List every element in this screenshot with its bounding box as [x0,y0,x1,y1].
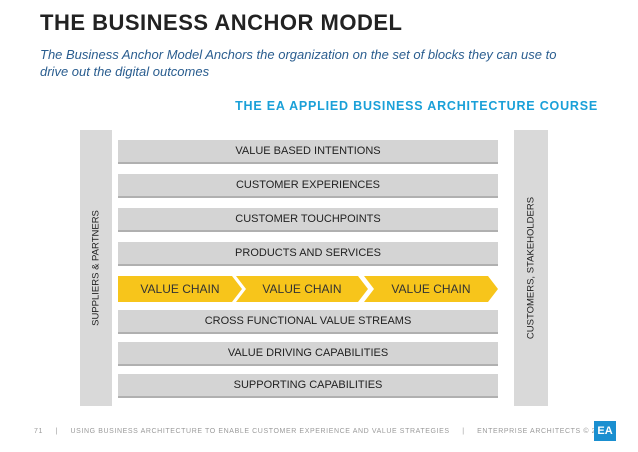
footer-copyright: ENTERPRISE ARCHITECTS © 2014 [477,428,610,435]
customers-stakeholders-column: CUSTOMERS, STAKEHOLDERS [514,130,548,406]
value-chain-1: VALUE CHAIN [118,276,242,302]
block-supporting-capabilities: SUPPORTING CAPABILITIES [118,374,498,398]
value-chain-row: VALUE CHAIN VALUE CHAIN VALUE CHAIN [118,276,498,302]
ea-logo-icon: EA [594,421,616,441]
value-chain-3: VALUE CHAIN [364,276,498,302]
block-value-driving-capabilities: VALUE DRIVING CAPABILITIES [118,342,498,366]
block-customer-touchpoints: CUSTOMER TOUCHPOINTS [118,208,498,232]
block-products-and-services: PRODUCTS AND SERVICES [118,242,498,266]
customers-stakeholders-label: CUSTOMERS, STAKEHOLDERS [525,196,537,340]
block-cross-functional-value-streams: CROSS FUNCTIONAL VALUE STREAMS [118,310,498,334]
page-title: THE BUSINESS ANCHOR MODEL [40,10,403,35]
footer-text: USING BUSINESS ARCHITECTURE TO ENABLE CU… [70,428,450,435]
block-customer-experiences: CUSTOMER EXPERIENCES [118,174,498,198]
course-title: THE EA APPLIED BUSINESS ARCHITECTURE COU… [235,99,598,113]
value-chain-2: VALUE CHAIN [236,276,368,302]
footer-separator: | [55,428,58,435]
block-value-based-intentions: VALUE BASED INTENTIONS [118,140,498,164]
footer-separator: | [462,428,465,435]
suppliers-partners-column: SUPPLIERS & PARTNERS [80,130,112,406]
page-number: 71 [34,428,43,435]
footer: 71 | USING BUSINESS ARCHITECTURE TO ENAB… [34,428,620,435]
suppliers-partners-label: SUPPLIERS & PARTNERS [90,210,102,326]
page-subtitle: The Business Anchor Model Anchors the or… [40,47,557,79]
